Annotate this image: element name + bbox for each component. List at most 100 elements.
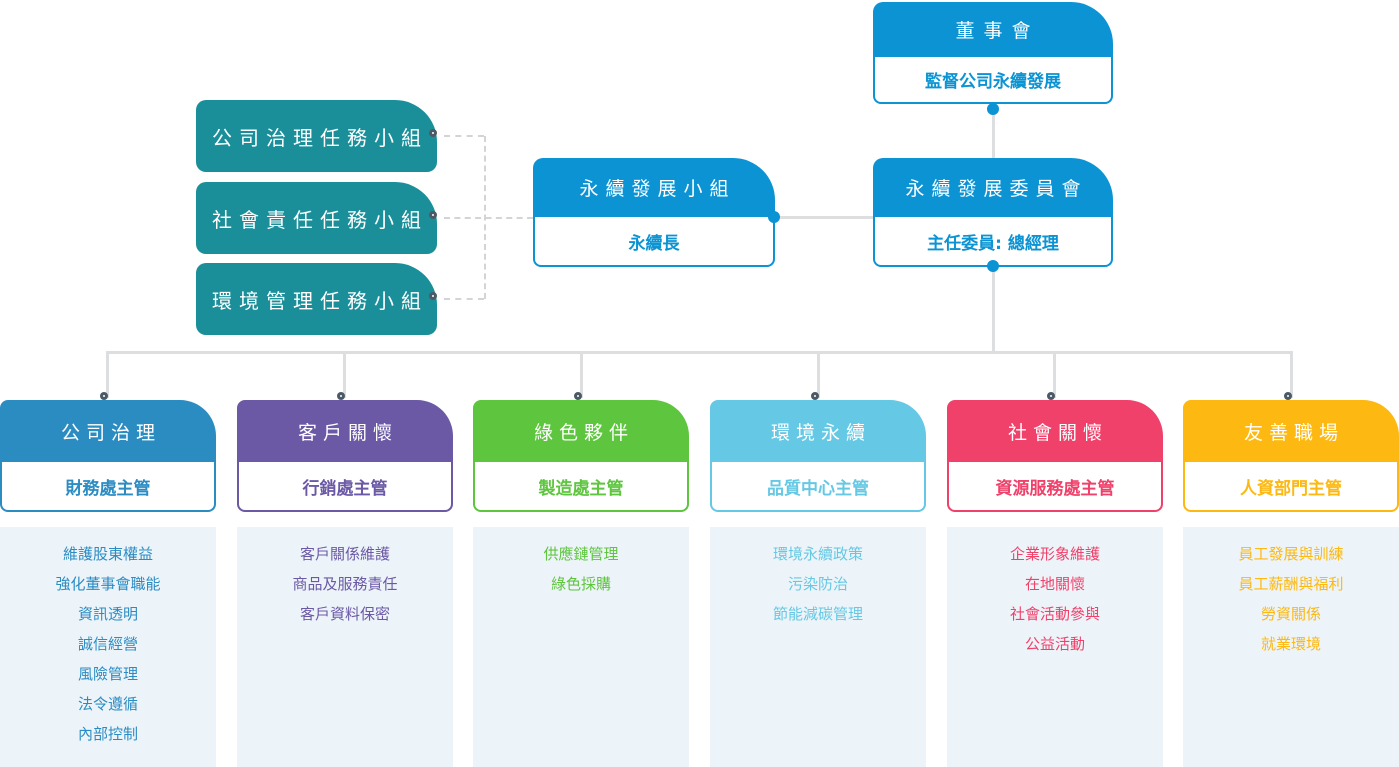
focus-item: 污染防治 (787, 575, 848, 593)
group-box: 永續發展小組 永續長 (533, 158, 775, 267)
task-force-social: 社會責任任務小組 (196, 182, 437, 254)
connector-drop-4 (817, 351, 820, 398)
focus-item: 勞資關係 (1260, 605, 1321, 623)
pillar-header: 社會關懷 (947, 400, 1163, 462)
pillar-header: 友善職場 (1183, 400, 1399, 462)
pillar-header: 客戶關懷 (237, 400, 453, 462)
node-ring-pillar-1 (100, 392, 108, 400)
board-body: 監督公司永續發展 (873, 57, 1113, 104)
dashed-connector-taskforce-1 (444, 135, 484, 137)
pillar-green-partner: 綠色夥伴 製造處主管 供應鏈管理綠色採購 (473, 400, 689, 767)
focus-panel: 企業形象維護在地關懷社會活動參與公益活動 (947, 527, 1163, 767)
connector-board-committee (992, 104, 995, 158)
pillar-lead-label: 人資部門主管 (1240, 478, 1342, 499)
focus-item: 社會活動參與 (1009, 605, 1100, 623)
pillar-title: 友善職場 (1243, 421, 1344, 444)
pillar-lead: 財務處主管 (0, 462, 216, 512)
pillar-lead-label: 行銷處主管 (302, 478, 388, 499)
focus-item: 資訊透明 (77, 605, 138, 623)
pillar-title: 綠色夥伴 (533, 421, 634, 444)
pillar-lead: 人資部門主管 (1183, 462, 1399, 512)
dashed-connector-taskforce-3 (444, 298, 484, 300)
board-subtitle: 監督公司永續發展 (925, 72, 1061, 92)
focus-item: 風險管理 (77, 665, 138, 683)
node-dot-committee-bottom (987, 260, 999, 272)
board-box: 董事會 監督公司永續發展 (873, 2, 1113, 104)
pillar-environmental-sustainability: 環境永續 品質中心主管 環境永續政策污染防治節能減碳管理 (710, 400, 926, 767)
group-subtitle: 永續長 (628, 233, 680, 254)
connector-committee-trunk (992, 267, 995, 352)
focus-item: 員工薪酬與福利 (1238, 575, 1344, 593)
focus-item: 在地關懷 (1024, 575, 1085, 593)
focus-item: 客戶資料保密 (299, 605, 390, 623)
committee-subtitle: 主任委員: 總經理 (927, 233, 1059, 254)
focus-item: 客戶關係維護 (299, 545, 390, 563)
pillar-lead-label: 財務處主管 (65, 478, 151, 499)
focus-panel: 環境永續政策污染防治節能減碳管理 (710, 527, 926, 767)
pillar-title: 客戶關懷 (297, 421, 398, 444)
pillar-header: 綠色夥伴 (473, 400, 689, 462)
pillar-friendly-workplace: 友善職場 人資部門主管 員工發展與訓練員工薪酬與福利勞資關係就業環境 (1183, 400, 1399, 767)
connector-drop-1 (106, 351, 109, 398)
connector-drop-6 (1290, 351, 1293, 398)
node-ring-taskforce-1 (429, 129, 437, 137)
dashed-connector-taskforce-2 (444, 217, 533, 219)
focus-item: 員工發展與訓練 (1238, 545, 1344, 563)
committee-title: 永續發展委員會 (905, 178, 1088, 200)
task-force-label: 公司治理任務小組 (212, 125, 428, 150)
focus-panel: 維護股東權益強化董事會職能資訊透明誠信經營風險管理法令遵循內部控制 (0, 527, 216, 767)
node-ring-pillar-5 (1047, 392, 1055, 400)
pillar-title: 環境永續 (770, 421, 871, 444)
board-header: 董事會 (873, 2, 1113, 57)
group-header: 永續發展小組 (533, 158, 775, 217)
pillar-corporate-governance: 公司治理 財務處主管 維護股東權益強化董事會職能資訊透明誠信經營風險管理法令遵循… (0, 400, 216, 767)
pillar-lead-label: 資源服務處主管 (995, 478, 1115, 499)
focus-item: 維護股東權益 (62, 545, 153, 563)
focus-item: 企業形象維護 (1009, 545, 1100, 563)
focus-item: 節能減碳管理 (772, 605, 863, 623)
board-title: 董事會 (955, 20, 1040, 42)
focus-panel: 客戶關係維護商品及服務責任客戶資料保密 (237, 527, 453, 767)
pillar-lead: 品質中心主管 (710, 462, 926, 512)
pillar-title: 公司治理 (60, 421, 161, 444)
node-ring-pillar-4 (811, 392, 819, 400)
task-force-label: 社會責任任務小組 (212, 207, 428, 232)
node-ring-pillar-6 (1284, 392, 1292, 400)
focus-item: 綠色採購 (550, 575, 611, 593)
connector-drop-5 (1053, 351, 1056, 398)
focus-item: 內部控制 (77, 725, 138, 743)
focus-item: 強化董事會職能 (55, 575, 161, 593)
focus-item: 商品及服務責任 (292, 575, 398, 593)
task-force-label: 環境管理任務小組 (212, 288, 428, 313)
connector-group-committee (775, 216, 873, 219)
connector-drop-2 (343, 351, 346, 398)
committee-body: 主任委員: 總經理 (873, 217, 1113, 267)
pillar-lead: 製造處主管 (473, 462, 689, 512)
focus-item: 供應鏈管理 (543, 545, 619, 563)
pillar-lead: 行銷處主管 (237, 462, 453, 512)
connector-drop-3 (580, 351, 583, 398)
task-force-governance: 公司治理任務小組 (196, 100, 437, 172)
focus-item: 法令遵循 (77, 695, 138, 713)
committee-header: 永續發展委員會 (873, 158, 1113, 217)
focus-item: 就業環境 (1260, 635, 1321, 653)
focus-item: 誠信經營 (77, 635, 138, 653)
node-ring-taskforce-2 (429, 211, 437, 219)
group-body: 永續長 (533, 217, 775, 267)
focus-item: 環境永續政策 (772, 545, 863, 563)
pillar-customer-care: 客戶關懷 行銷處主管 客戶關係維護商品及服務責任客戶資料保密 (237, 400, 453, 767)
pillar-title: 社會關懷 (1007, 421, 1108, 444)
pillar-lead-label: 製造處主管 (538, 478, 624, 499)
node-dot-group-right (768, 211, 780, 223)
node-ring-taskforce-3 (429, 292, 437, 300)
node-dot-board-bottom (987, 103, 999, 115)
pillar-social-care: 社會關懷 資源服務處主管 企業形象維護在地關懷社會活動參與公益活動 (947, 400, 1163, 767)
pillar-header: 公司治理 (0, 400, 216, 462)
node-ring-pillar-2 (337, 392, 345, 400)
focus-panel: 供應鏈管理綠色採購 (473, 527, 689, 767)
pillar-lead-label: 品質中心主管 (767, 478, 869, 499)
pillar-lead: 資源服務處主管 (947, 462, 1163, 512)
focus-item: 公益活動 (1024, 635, 1085, 653)
committee-box: 永續發展委員會 主任委員: 總經理 (873, 158, 1113, 267)
